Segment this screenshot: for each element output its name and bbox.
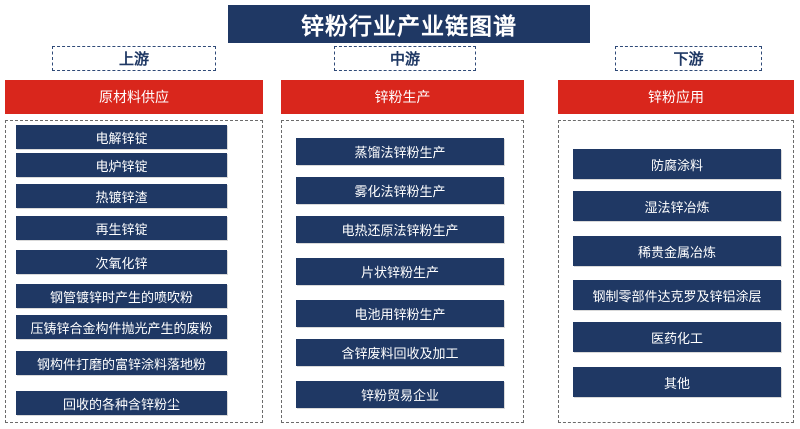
downstream-item: 湿法锌冶炼 [573,191,781,221]
downstream-header: 锌粉应用 [558,80,794,114]
upstream-header: 原材料供应 [5,80,263,114]
upstream-item: 钢构件打磨的富锌涂料落地粉 [16,351,227,375]
upstream-item: 压铸锌合金构件抛光产生的废粉 [16,315,227,339]
diagram-title: 锌粉行业产业链图谱 [228,5,590,43]
midstream-item: 电热还原法锌粉生产 [296,216,504,243]
downstream-item: 稀贵金属冶炼 [573,236,781,266]
downstream-item: 防腐涂料 [573,149,781,179]
midstream-item: 含锌废料回收及加工 [296,339,504,366]
midstream-item: 电池用锌粉生产 [296,300,504,327]
stage-label-downstream: 下游 [615,46,762,71]
upstream-item: 次氧化锌 [16,250,227,274]
downstream-item: 医药化工 [573,322,781,352]
upstream-item: 回收的各种含锌粉尘 [16,391,227,415]
upstream-item: 电炉锌锭 [16,153,227,177]
midstream-header: 锌粉生产 [281,80,524,114]
stage-label-upstream: 上游 [52,46,216,71]
upstream-item: 电解锌锭 [16,125,227,149]
midstream-item: 锌粉贸易企业 [296,381,504,408]
midstream-item: 雾化法锌粉生产 [296,177,504,204]
downstream-item: 钢制零部件达克罗及锌铝涂层 [573,280,781,310]
downstream-panel [558,120,794,423]
upstream-panel [5,120,263,423]
midstream-item: 片状锌粉生产 [296,258,504,285]
upstream-item: 热镀锌渣 [16,184,227,208]
midstream-item: 蒸馏法锌粉生产 [296,138,504,165]
midstream-panel [281,120,524,423]
stage-label-midstream: 中游 [334,46,476,71]
upstream-item: 再生锌锭 [16,216,227,240]
downstream-item: 其他 [573,367,781,397]
upstream-item: 钢管镀锌时产生的喷吹粉 [16,284,227,308]
